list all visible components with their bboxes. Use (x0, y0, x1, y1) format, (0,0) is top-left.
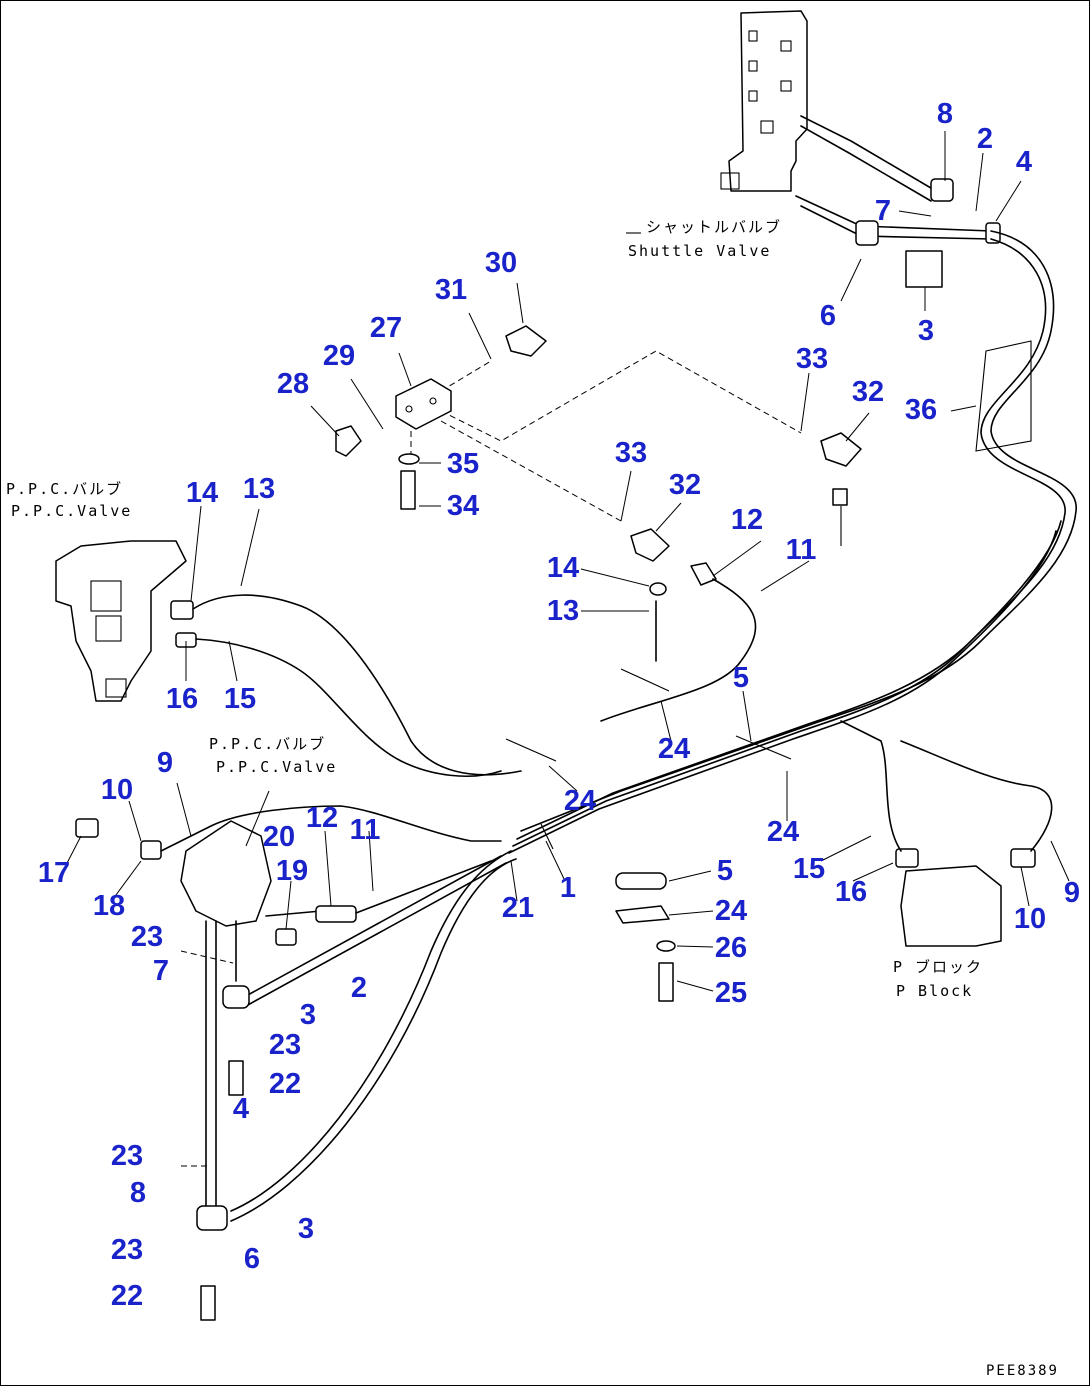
callout-28: 28 (276, 368, 310, 400)
callout-7-lower: 7 (152, 955, 170, 987)
left-ppc-valve-label-en: P.P.C.Valve (11, 502, 133, 520)
callout-36: 36 (904, 394, 938, 426)
callout-18: 18 (92, 890, 126, 922)
callout-6-top: 6 (819, 300, 837, 332)
callout-23-d: 23 (110, 1234, 144, 1266)
callout-33-right: 33 (795, 343, 829, 375)
callout-29: 29 (322, 340, 356, 372)
bracket-block-27 (335, 325, 862, 546)
callout-24-left: 24 (563, 785, 597, 817)
callout-16-right: 16 (834, 876, 868, 908)
callout-4-lower: 4 (232, 1093, 250, 1125)
middle-ppc-valve-label-en: P.P.C.Valve (216, 758, 338, 776)
callout-17: 17 (37, 857, 71, 889)
callout-24-lower: 24 (714, 895, 748, 927)
callout-23-b: 23 (268, 1029, 302, 1061)
callout-6-lower: 6 (243, 1243, 261, 1275)
callout-9-left: 9 (156, 747, 174, 779)
callout-15-right: 15 (792, 853, 826, 885)
callout-13-center: 13 (546, 595, 580, 627)
middle-ppc-valve-label-jp: P.P.C.バルブ (209, 735, 327, 753)
callout-22-lower: 22 (110, 1280, 144, 1312)
callout-8-top: 8 (936, 98, 954, 130)
clamp-set (505, 668, 792, 1002)
callout-4-top: 4 (1015, 146, 1033, 178)
callout-2-top: 2 (976, 123, 994, 155)
drawing-number: PEE8389 (985, 1363, 1059, 1379)
p-block-label-jp: P ブロック (893, 958, 984, 976)
callout-19: 19 (275, 855, 309, 887)
callout-12-middle: 12 (305, 802, 339, 834)
callout-23-a: 23 (130, 921, 164, 953)
callout-24-center: 24 (657, 733, 691, 765)
callout-1: 1 (559, 872, 577, 904)
callout-10-left: 10 (100, 774, 134, 806)
main-pipe-bundle (508, 230, 1077, 854)
middle-ppc-valve (75, 805, 517, 1222)
callout-2-lower: 2 (350, 972, 368, 1004)
shuttle-valve-label-jp: シャットルバルブ (646, 218, 783, 236)
left-ppc-valve-label-jp: P.P.C.バルブ (6, 480, 124, 498)
p-block (840, 720, 1053, 947)
callout-34: 34 (446, 490, 480, 522)
leader-lines (64, 131, 1070, 992)
callout-12-right: 12 (730, 504, 764, 536)
shuttle-valve-label-en: Shuttle Valve (628, 242, 772, 260)
callout-11-middle: 11 (349, 814, 381, 846)
callout-14-center: 14 (546, 552, 580, 584)
callout-5-center: 5 (732, 662, 750, 694)
vertical-pipes-clamps (180, 920, 250, 1321)
callout-20: 20 (262, 821, 296, 853)
callout-15-left: 15 (223, 683, 257, 715)
center-tee-fitting (600, 528, 757, 722)
callout-9-right: 9 (1063, 877, 1081, 909)
callout-30: 30 (484, 247, 518, 279)
shuttle-valve-body (720, 10, 992, 240)
callout-26: 26 (714, 932, 748, 964)
callout-23-c: 23 (110, 1140, 144, 1172)
callout-3-middle: 3 (299, 999, 317, 1031)
callout-31: 31 (434, 274, 468, 306)
left-ppc-valve (55, 540, 522, 777)
callout-3-lower: 3 (297, 1213, 315, 1245)
callout-24-right: 24 (766, 816, 800, 848)
callout-21: 21 (501, 892, 535, 924)
callout-7-top: 7 (874, 195, 892, 227)
callout-3-top: 3 (917, 315, 935, 347)
callout-22-upper: 22 (268, 1068, 302, 1100)
callout-16-left: 16 (165, 683, 199, 715)
callout-35: 35 (446, 448, 480, 480)
callout-33-center: 33 (614, 437, 648, 469)
callout-27: 27 (369, 312, 403, 344)
callout-5-lower: 5 (716, 855, 734, 887)
shuttle-outlet-fittings (855, 178, 1001, 288)
callout-13-left: 13 (242, 473, 276, 505)
callout-10-right: 10 (1013, 903, 1047, 935)
p-block-label-en: P Block (896, 982, 974, 1000)
callout-32-center: 32 (668, 469, 702, 501)
callout-32-right: 32 (851, 376, 885, 408)
callout-25: 25 (714, 977, 748, 1009)
callout-11-right: 11 (785, 534, 817, 566)
callout-14-left: 14 (185, 477, 219, 509)
callout-8-lower: 8 (129, 1177, 147, 1209)
